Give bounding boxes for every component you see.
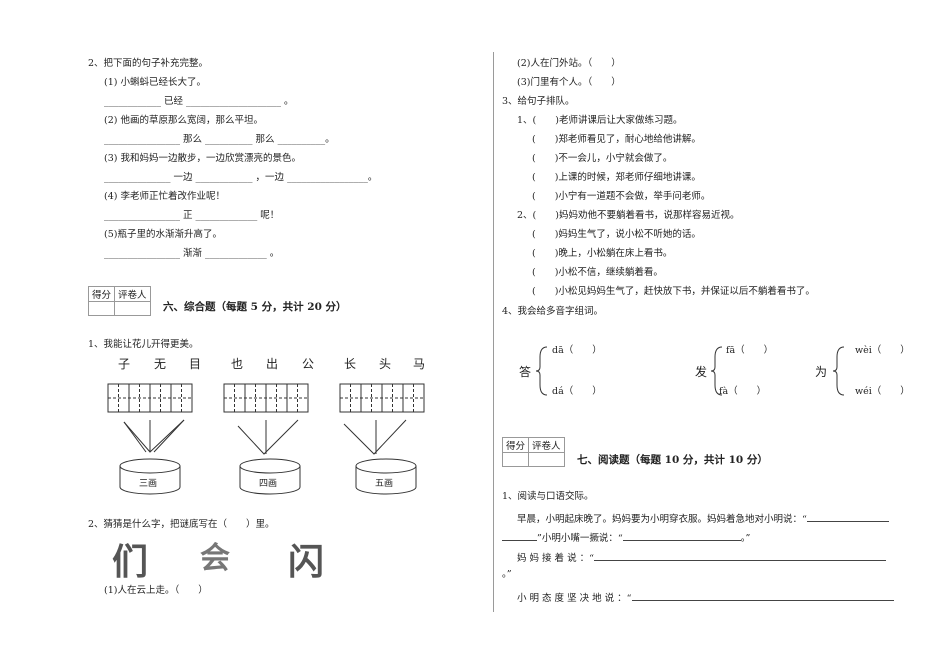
polyphone-char-3: 为	[815, 365, 828, 379]
char-2: 无	[154, 357, 167, 371]
order-2-4[interactable]: ( )小松不信，继续躺着看。	[532, 267, 663, 278]
question-3-title: 3、给句子排队。	[502, 96, 575, 107]
order-1-2[interactable]: ( )郑老师看见了，耐心地给他讲解。	[532, 134, 701, 145]
blank-line-1[interactable]: ____________ 已经 ____________________ 。	[104, 96, 294, 107]
riddle-char-3: 闪	[288, 541, 325, 583]
brace-2	[710, 346, 723, 396]
brace-1	[535, 346, 548, 396]
score-box-left: 得分评卷人	[87, 286, 151, 316]
answer-blank-4[interactable]	[593, 550, 886, 561]
polyphone-1-bottom[interactable]: dá（ ）	[552, 386, 602, 397]
sentence-4: (4) 李老师正忙着改作业呢！	[104, 191, 225, 202]
answer-blank-3[interactable]	[622, 530, 741, 541]
char-5: 出	[266, 357, 279, 371]
reading-line-5: 小 明 态 度 坚 决 地 说 ：“	[517, 590, 894, 605]
riddle-2[interactable]: (2)人在门外站。（ ）	[517, 58, 621, 69]
grader-label: 评卷人	[528, 437, 565, 453]
order-2-2[interactable]: ( )妈妈生气了，说小松不听她的话。	[532, 229, 701, 240]
brace-3	[832, 346, 845, 396]
score-label: 得分	[87, 286, 116, 302]
polyphone-2-bottom[interactable]: fà（ ）	[719, 386, 767, 397]
answer-blank-2[interactable]	[502, 530, 537, 541]
grader-label: 评卷人	[114, 286, 151, 302]
blank-line-4[interactable]: ________________ 正 _____________ 呢！	[104, 210, 280, 221]
riddle-char-1: 们	[112, 541, 149, 583]
order-2-5[interactable]: ( )小松见妈妈生气了，赶快放下书，并保证以后不躺着看书了。	[532, 286, 815, 297]
char-7: 长	[344, 357, 357, 371]
blank-line-3[interactable]: ______________ 一边 ____________ ，一边 _____…	[104, 172, 378, 183]
reading-line-1: 早晨，小明起床晚了。妈妈要为小明穿衣服。妈妈着急地对小明说：“	[517, 511, 889, 526]
reading-text-1: 早晨，小明起床晚了。妈妈要为小明穿衣服。妈妈着急地对小明说：“	[517, 514, 807, 525]
pot-label-3: 五画	[375, 479, 394, 489]
polyphone-3-top[interactable]: wèi（ ）	[855, 345, 910, 356]
char-4: 也	[231, 357, 244, 371]
order-1-4[interactable]: ( )上课的时候，郑老师仔细地讲课。	[532, 172, 701, 183]
question-2b-title: 2、猜猜是什么字，把谜底写在（ ）里。	[88, 519, 275, 530]
pot-label-2: 四画	[259, 479, 278, 489]
polyphone-char-2: 发	[695, 365, 708, 379]
char-3: 目	[189, 357, 202, 371]
order-1-5[interactable]: ( )小宁有一道题不会做，举手问老师。	[532, 191, 711, 202]
order-2-3[interactable]: ( )晚上，小松躺在床上看书。	[532, 248, 673, 259]
answer-blank-5[interactable]	[631, 590, 894, 601]
reading-text-6: 小 明 态 度 坚 决 地 说 ：“	[517, 593, 632, 604]
blank-line-2[interactable]: ________________ 那么 __________ 那么 ______…	[104, 134, 335, 145]
reading-line-2: ”小明小嘴一撅说：“ 。”	[502, 530, 750, 545]
riddle-1[interactable]: (1)人在云上走。（ ）	[104, 585, 208, 596]
flower-diagram	[107, 383, 425, 495]
question-2-title: 2、把下面的句子补充完整。	[88, 58, 209, 69]
reading-text-5: 。”	[502, 569, 512, 580]
sentence-3: (3) 我和妈妈一边散步，一边欣赏漂亮的景色。	[104, 153, 301, 164]
section-6-title: 六、综合题（每题 5 分，共计 20 分）	[163, 301, 347, 313]
score-box-right: 得分评卷人	[501, 437, 565, 467]
sentence-5: (5)瓶子里的水渐渐升高了。	[104, 229, 222, 240]
pot-label-1: 三画	[139, 479, 158, 489]
polyphone-char-1: 答	[519, 365, 532, 379]
reading-text-3: 。”	[740, 533, 751, 544]
question-4-title: 4、我会给多音字组词。	[502, 306, 604, 317]
riddle-3[interactable]: (3)门里有个人。（ ）	[517, 77, 621, 88]
reading-title: 1、阅读与口语交际。	[502, 491, 594, 502]
char-8: 头	[379, 357, 392, 371]
char-9: 马	[413, 357, 426, 371]
order-1-1[interactable]: 1、( )老师讲课后让大家做练习题。	[517, 115, 683, 126]
reading-text-2: ”小明小嘴一撅说：“	[537, 533, 623, 544]
polyphone-1-top[interactable]: dā（ ）	[552, 345, 602, 356]
sentence-2: (2) 他画的草原那么宽阔，那么平坦。	[104, 115, 263, 126]
section-7-title: 七、阅读题（每题 10 分，共计 10 分）	[577, 454, 768, 466]
question-1-title: 1、我能让花儿开得更美。	[88, 339, 199, 350]
answer-blank-1[interactable]	[806, 511, 889, 522]
reading-text-4: 妈 妈 接 着 说 ：“	[517, 553, 594, 564]
char-1: 子	[118, 357, 131, 371]
order-2-1[interactable]: 2、( )妈妈劝他不要躺着看书，说那样容易近视。	[517, 210, 740, 221]
polyphone-3-bottom[interactable]: wéi（ ）	[855, 386, 910, 397]
sentence-1: (1) 小蝌蚪已经长大了。	[104, 77, 206, 88]
reading-line-3: 妈 妈 接 着 说 ：“	[517, 550, 886, 565]
score-label: 得分	[501, 437, 530, 453]
polyphone-2-top[interactable]: fā（ ）	[726, 345, 774, 356]
char-6: 公	[302, 357, 315, 371]
order-1-3[interactable]: ( )不一会儿，小宁就会做了。	[532, 153, 673, 164]
blank-line-5[interactable]: ________________ 渐渐 _____________ 。	[104, 248, 280, 259]
riddle-char-2: 会	[200, 541, 230, 576]
column-divider	[493, 52, 494, 612]
